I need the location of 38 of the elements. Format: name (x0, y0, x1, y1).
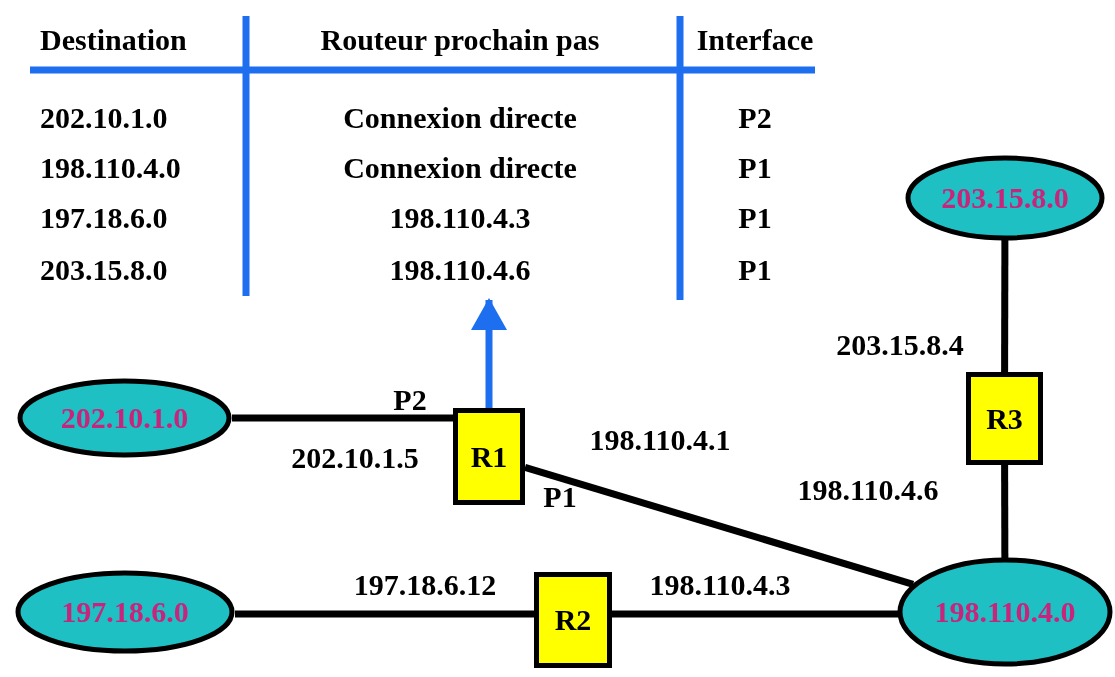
network-address: 203.15.8.0 (941, 181, 1069, 215)
table-cell: 198.110.4.3 (389, 201, 531, 235)
table-cell: P1 (738, 201, 772, 235)
column-header: Interface (696, 23, 814, 57)
table-cell: Connexion directe (343, 101, 577, 135)
column-header: Routeur prochain pas (320, 23, 600, 57)
table-cell: P1 (738, 151, 772, 185)
router-label: R3 (986, 401, 1023, 436)
router-label: R1 (470, 439, 508, 474)
table-cell: 198.110.4.6 (389, 253, 531, 287)
link-line (612, 610, 898, 618)
network-address: 202.10.1.0 (60, 401, 189, 435)
link-line (524, 464, 915, 588)
link-line (1001, 240, 1009, 372)
table-cell: 203.15.8.0 (40, 253, 168, 287)
column-header: Destination (40, 23, 187, 57)
router-box (453, 408, 525, 505)
interface-label: 202.10.1.5 (291, 441, 419, 475)
interface-label: 198.110.4.1 (589, 423, 731, 457)
interface-label: 203.15.8.4 (836, 328, 964, 362)
table-cell: P2 (738, 101, 772, 135)
network-address: 198.110.4.0 (934, 595, 1076, 629)
router-label: R2 (554, 603, 592, 637)
arrow (471, 298, 507, 408)
interface-label: 197.18.6.12 (353, 568, 497, 602)
table-cell: Connexion directe (343, 151, 577, 185)
table-cell: 202.10.1.0 (40, 101, 168, 135)
network-address: 197.18.6.0 (61, 595, 189, 629)
router-box (966, 372, 1043, 465)
interface-label: 198.110.4.6 (797, 473, 939, 507)
interface-label: P2 (393, 383, 427, 417)
table-cell: 197.18.6.0 (40, 201, 168, 235)
router-box (534, 572, 612, 668)
interface-label: 198.110.4.3 (649, 568, 791, 602)
link-line (1001, 465, 1009, 558)
interface-label: P1 (543, 480, 577, 514)
table-cell: 198.110.4.0 (40, 151, 181, 185)
table-cell: P1 (738, 253, 772, 287)
